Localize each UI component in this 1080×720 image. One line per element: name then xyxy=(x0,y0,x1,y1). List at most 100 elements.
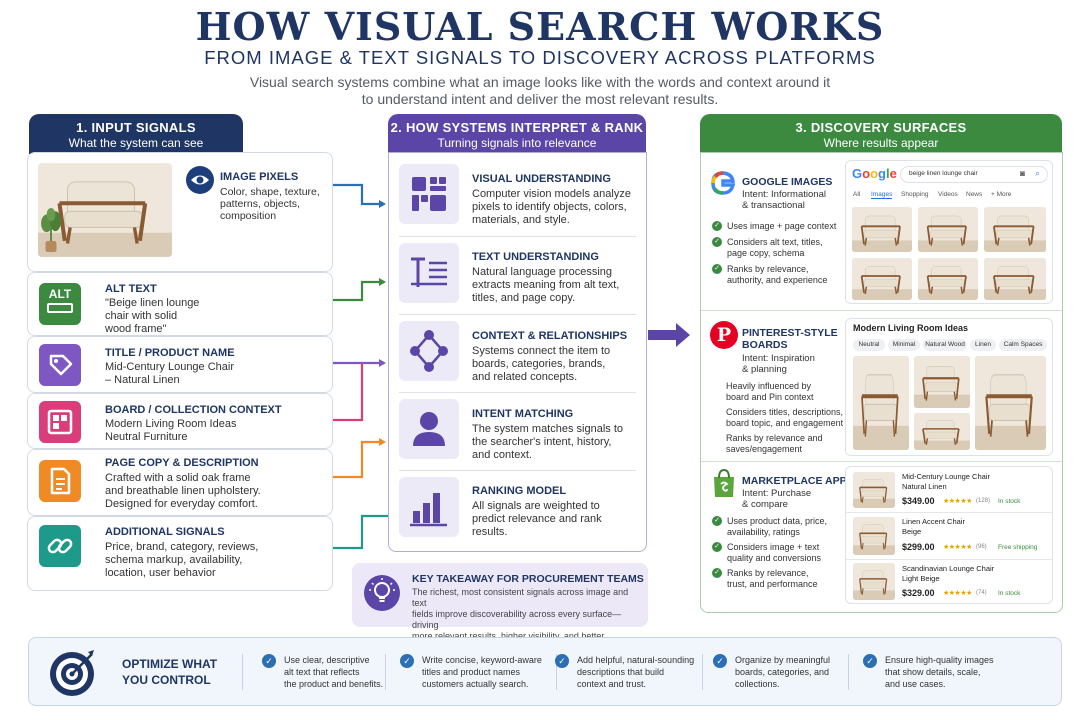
network-icon xyxy=(399,321,459,381)
marketplace-intent-line: Intent: Purchase xyxy=(742,488,812,499)
image-pixels-line: patterns, objects, xyxy=(220,198,300,210)
pin-thumbnail[interactable] xyxy=(914,413,970,450)
camera-icon[interactable]: ◙ xyxy=(1020,169,1025,178)
pinterest-intent-line: Intent: Inspiration xyxy=(742,353,815,364)
key-takeaway: KEY TAKEAWAY FOR PROCUREMENT TEAMS The r… xyxy=(352,563,648,652)
step-line: The system matches signals to xyxy=(472,423,624,435)
image-pixels-card xyxy=(27,152,333,272)
pinterest-title: PINTEREST-STYLE BOARDS xyxy=(742,327,838,351)
board-line: Neutral Furniture xyxy=(105,431,188,443)
tip-line: Write concise, keyword-aware xyxy=(422,655,542,665)
google-search-input[interactable]: beige linen lounge chair ◙ ⌕ xyxy=(900,166,1048,183)
bullet-line: Uses product data, price, xyxy=(727,516,828,526)
board-tag[interactable]: Natural Wood xyxy=(923,339,967,351)
review-count: (128) xyxy=(976,498,991,504)
shopping-bag-icon xyxy=(711,468,737,498)
pinterest-title-line: BOARDS xyxy=(742,339,788,351)
bullet-line: Considers image + text xyxy=(727,542,820,552)
result-thumbnail[interactable] xyxy=(918,258,978,300)
search-icon[interactable]: ⌕ xyxy=(1034,168,1040,178)
board-tag[interactable]: Neutral xyxy=(853,339,885,351)
google-tab[interactable]: Shopping xyxy=(901,191,929,198)
marketplace-title: MARKETPLACE APPS xyxy=(742,475,854,487)
bullet-text: Uses product data, price,availability, r… xyxy=(727,516,827,538)
bullet-line: Ranks by relevance and xyxy=(726,433,823,443)
rating-stars: ★★★★★ xyxy=(943,544,972,551)
result-thumbnail[interactable] xyxy=(852,258,912,300)
google-tab-active[interactable]: Images xyxy=(871,191,893,199)
interpret-header: 2. HOW SYSTEMS INTERPRET & RANK Turning … xyxy=(388,114,646,154)
tip-line: Use clear, descriptive xyxy=(284,655,370,665)
check-icon: ✓ xyxy=(712,516,722,526)
google-tab[interactable]: + More xyxy=(991,191,1012,198)
additional-desc: Price, brand, category, reviews, schema … xyxy=(105,541,258,580)
rating-stars: ★★★★★ xyxy=(943,590,972,597)
discovery-subheading: Where results appear xyxy=(823,136,939,150)
title-desc: Mid-Century Lounge Chair – Natural Linen xyxy=(105,361,234,387)
optimize-title: OPTIMIZE WHAT YOU CONTROL xyxy=(122,656,217,688)
google-logo-letter: l xyxy=(885,166,890,181)
bullet-line: Considers alt text, titles, xyxy=(727,237,823,247)
product-name-line: Mid-Century Lounge Chair xyxy=(902,472,990,481)
google-logo-letter: G xyxy=(852,166,863,181)
additional-label: ADDITIONAL SIGNALS xyxy=(105,526,225,538)
page-copy-card: PAGE COPY & DESCRIPTION Crafted with a s… xyxy=(27,449,333,516)
google-g-icon xyxy=(710,170,736,196)
divider xyxy=(846,559,1052,560)
stock-status: In stock xyxy=(998,498,1021,505)
google-tab[interactable]: News xyxy=(966,191,983,198)
check-icon: ✓ xyxy=(712,264,722,274)
bullet-line: Ranks by relevance, xyxy=(727,568,809,578)
product-name-line: Linen Accent Chair xyxy=(902,517,965,526)
review-count: (74) xyxy=(976,590,987,596)
marketplace-intent: Intent: Purchase & compare xyxy=(742,488,811,510)
tip-line: boards, categories, and xyxy=(735,667,830,677)
board-tag[interactable]: Linen xyxy=(970,339,996,351)
check-icon: ✓ xyxy=(712,568,722,578)
product-thumbnail[interactable] xyxy=(853,472,895,508)
board-tag[interactable]: Minimal xyxy=(888,339,920,351)
additional-line: Price, brand, category, reviews, xyxy=(105,541,259,553)
optimize-title-line: OPTIMIZE WHAT xyxy=(122,657,218,671)
text-icon xyxy=(399,243,459,303)
product-thumbnail[interactable] xyxy=(853,563,895,600)
check-icon: ✓ xyxy=(713,654,727,668)
step-line: boards, categories, brands, xyxy=(472,358,606,370)
google-tab[interactable]: Videos xyxy=(938,191,958,198)
pinterest-intent: Intent: Inspiration & planning xyxy=(742,353,815,375)
interpret-subheading: Turning signals into relevance xyxy=(437,136,597,150)
divider xyxy=(848,654,849,690)
result-thumbnail[interactable] xyxy=(918,207,978,252)
takeaway-line: The richest, most consistent signals acr… xyxy=(412,587,629,608)
pin-thumbnail[interactable] xyxy=(975,356,1046,450)
page-subtitle: FROM IMAGE & TEXT SIGNALS TO DISCOVERY A… xyxy=(204,47,876,68)
additional-signals-card: ADDITIONAL SIGNALS Price, brand, categor… xyxy=(27,516,333,591)
intro-text: Visual search systems combine what an im… xyxy=(220,74,860,108)
product-thumbnail[interactable] xyxy=(853,517,895,555)
bullet-line: board topic, and engagement xyxy=(726,418,844,428)
eye-icon xyxy=(186,166,214,194)
step-title: RANKING MODEL xyxy=(472,485,567,497)
pin-thumbnail[interactable] xyxy=(914,356,970,408)
check-icon: ✓ xyxy=(712,221,722,231)
result-thumbnail[interactable] xyxy=(984,207,1046,252)
google-tab[interactable]: All xyxy=(853,191,861,198)
pin-thumbnail[interactable] xyxy=(853,356,909,450)
bullet-line: Heavily influenced by xyxy=(726,381,812,391)
page-copy-label: PAGE COPY & DESCRIPTION xyxy=(105,457,259,469)
step-title: TEXT UNDERSTANDING xyxy=(472,251,599,263)
tip-line: Ensure high-quality images xyxy=(885,655,994,665)
alt-badge-icon: ALT xyxy=(39,283,81,325)
result-thumbnail[interactable] xyxy=(852,207,912,252)
product-name-line: Scandinavian Lounge Chair xyxy=(902,564,995,573)
board-tag[interactable]: Calm Spaces xyxy=(999,339,1047,351)
interpret-heading: 2. HOW SYSTEMS INTERPRET & RANK xyxy=(390,120,644,135)
result-thumbnail[interactable] xyxy=(984,258,1046,300)
bullet-line: page copy, schema xyxy=(727,248,805,258)
